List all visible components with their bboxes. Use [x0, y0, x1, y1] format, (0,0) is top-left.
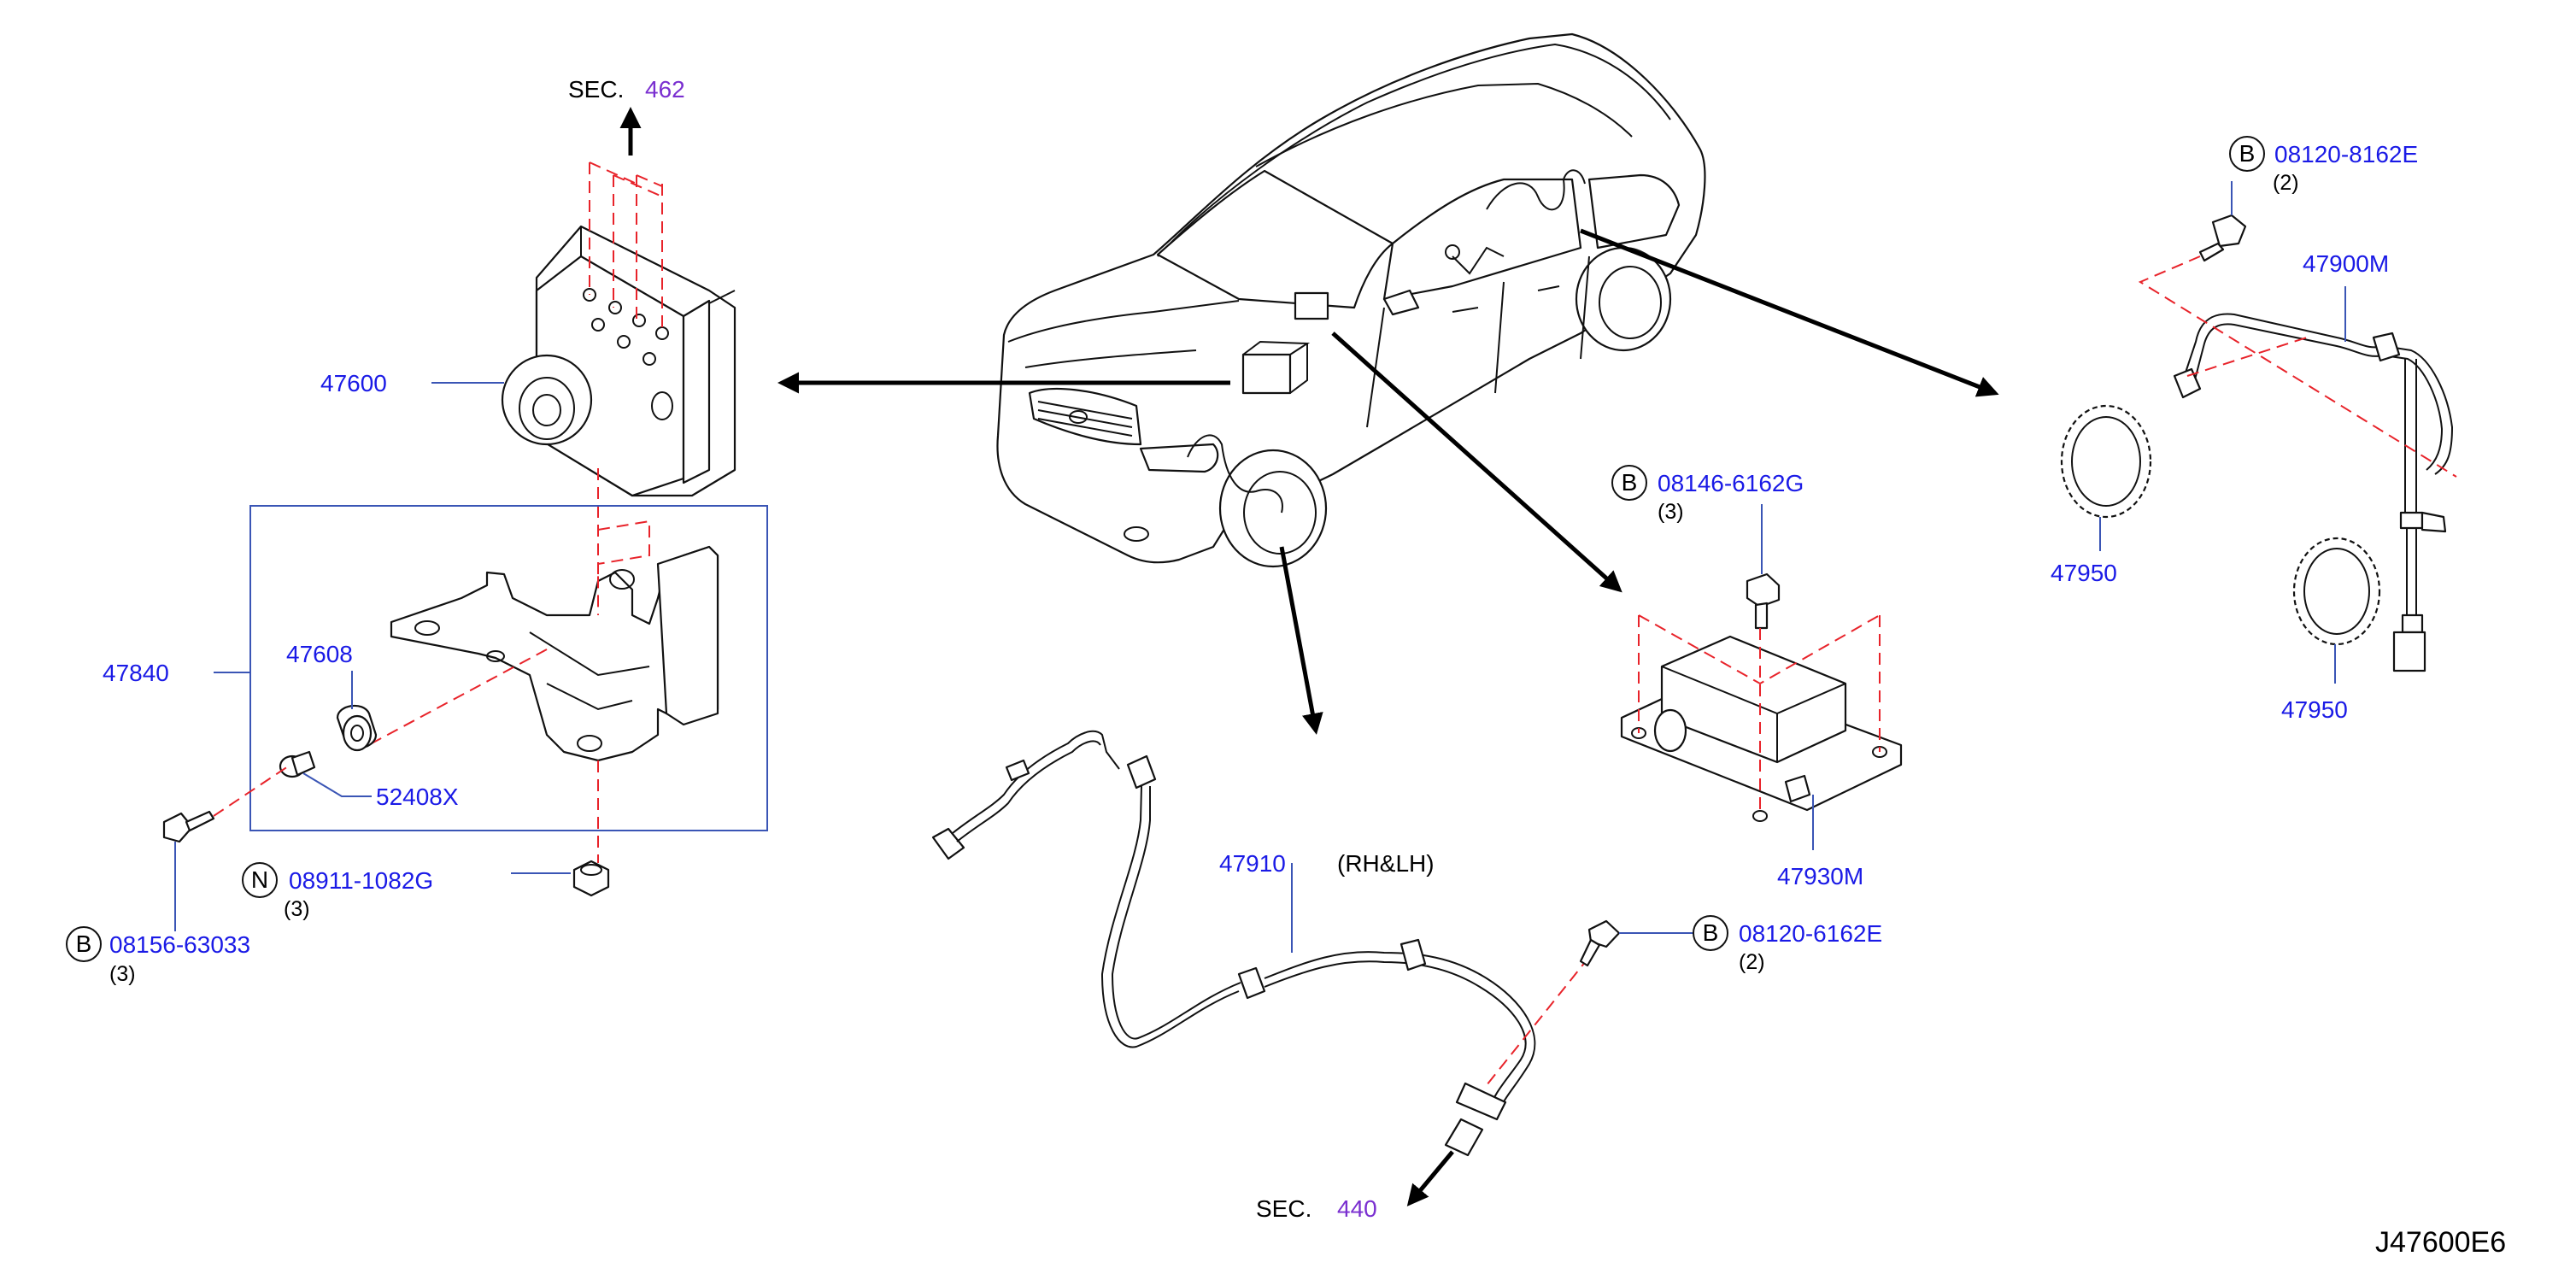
toothed-ring-icon	[2060, 404, 2152, 519]
wheel-sensor-harness-icon	[931, 730, 1536, 1157]
section-arrow-bottom	[1406, 1150, 1454, 1206]
bolt-symbol-circle	[1611, 465, 1647, 501]
qty-bolt-bracket: (3)	[109, 962, 136, 986]
yaw-rate-sensor-icon	[1620, 635, 1903, 822]
bolt-icon	[2198, 214, 2247, 262]
part-number-bolt-rear[interactable]: 08120-8162E	[2274, 141, 2418, 167]
suv-illustration-icon	[996, 32, 1706, 568]
bolt-icon	[1579, 919, 1621, 967]
bolt-icon	[1746, 572, 1781, 630]
arrow-to-front-sensor	[1279, 546, 1323, 735]
abs-actuator-icon	[501, 225, 736, 497]
part-number-rotor-2[interactable]: 47950	[2281, 696, 2348, 723]
section-number-bottom[interactable]: 440	[1337, 1195, 1377, 1222]
nut-symbol-circle	[242, 862, 278, 898]
part-number-bolt-yaw[interactable]: 08146-6162G	[1658, 470, 1804, 496]
bolt-symbol-front-sensor: B	[1703, 919, 1719, 946]
part-number-nut[interactable]: 08911-1082G	[289, 867, 433, 894]
bolt-icon	[162, 810, 215, 843]
part-number-bushing[interactable]: 47608	[286, 641, 353, 667]
part-number-rear-sensor[interactable]: 47900M	[2303, 250, 2389, 277]
rear-sensor-harness-icon	[2173, 313, 2454, 672]
nut-symbol: N	[251, 866, 268, 893]
part-number-bolt-bracket[interactable]: 08156-63033	[109, 931, 250, 958]
part-number-yaw-sensor[interactable]: 47930M	[1777, 863, 1863, 889]
bolt-symbol-circle	[2229, 136, 2265, 172]
toothed-ring-icon	[2292, 537, 2381, 646]
qty-bolt-yaw: (3)	[1658, 500, 1684, 524]
nut-icon	[572, 860, 610, 897]
bolt-symbol-rear: B	[2239, 140, 2256, 167]
part-number-bolt-front-sensor[interactable]: 08120-6162E	[1739, 920, 1882, 947]
part-number-collar[interactable]: 52408X	[376, 784, 459, 810]
bolt-symbol-yaw: B	[1622, 469, 1638, 496]
qty-bolt-front-sensor: (2)	[1739, 950, 1765, 974]
qty-nut: (3)	[284, 897, 310, 921]
part-number-bracket[interactable]: 47840	[103, 660, 169, 686]
drawing-code: J47600E6	[2375, 1226, 2506, 1259]
collar-icon	[279, 750, 316, 778]
arrow-to-rear-sensor	[1580, 228, 1999, 397]
section-prefix-top: SEC.	[568, 76, 624, 103]
bracket-assembly-frame	[249, 505, 768, 831]
bushing-icon	[336, 704, 378, 752]
front-sensor-note: (RH&LH)	[1337, 850, 1435, 877]
bolt-symbol-bracket: B	[76, 930, 92, 957]
arrow-to-yaw-sensor	[1331, 332, 1622, 593]
section-number-top[interactable]: 462	[645, 76, 685, 103]
part-number-rotor-1[interactable]: 47950	[2051, 560, 2117, 586]
section-prefix-bottom: SEC.	[1256, 1195, 1311, 1222]
part-number-actuator[interactable]: 47600	[320, 370, 387, 396]
bracket-icon	[390, 545, 719, 762]
bolt-symbol-circle	[66, 926, 102, 962]
qty-bolt-rear: (2)	[2273, 171, 2299, 195]
bolt-symbol-circle	[1693, 915, 1728, 951]
leader-collar	[302, 772, 372, 797]
part-number-front-sensor[interactable]: 47910	[1219, 850, 1286, 877]
